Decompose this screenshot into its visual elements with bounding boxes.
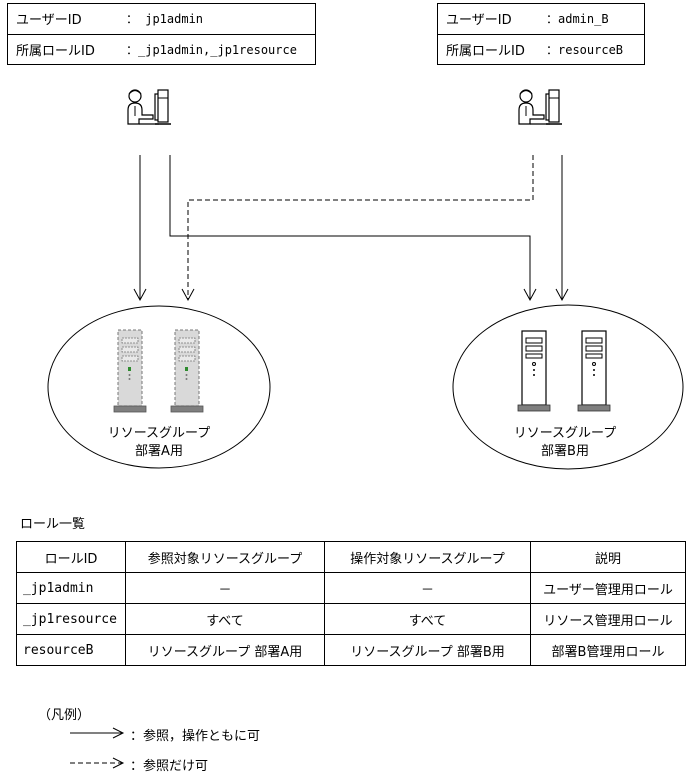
reference-group-cell: すべて [125, 603, 325, 635]
table-row: resourceB リソースグループ 部署A用 リソースグループ 部署B用 部署… [16, 634, 686, 666]
user-info-box-admin-b: ユーザーID ：admin_B 所属ロールID ：resourceB [437, 3, 645, 65]
server-icon [517, 330, 551, 412]
arrowhead [112, 757, 125, 769]
user-id-row: ユーザーID ： jp1admin [8, 4, 315, 33]
role-list-table: ロールID 参照対象リソースグループ 操作対象リソースグループ 説明 _jp1a… [16, 541, 686, 666]
column-header: 説明 [530, 541, 686, 573]
table-row: _jp1admin － － ユーザー管理用ロール [16, 572, 686, 604]
role-id-value: ：resourceB [546, 43, 624, 57]
role-id-value: ：_jp1admin,_jp1resource [126, 43, 297, 57]
role-list-title: ロール一覧 [20, 517, 86, 532]
column-header: 参照対象リソースグループ [125, 541, 325, 573]
role-id-cell: _jp1resource [16, 603, 126, 635]
role-id-row: 所属ロールID ：_jp1admin,_jp1resource [8, 34, 315, 64]
group-dept: 部署A用 [135, 444, 183, 459]
role-id-cell: _jp1admin [16, 572, 126, 604]
user-info-box-jp1admin: ユーザーID ： jp1admin 所属ロールID ：_jp1admin,_jp… [7, 3, 316, 65]
operation-group-cell: － [324, 572, 531, 604]
legend-title: （凡例） [38, 708, 91, 723]
user-id-label: ユーザーID [16, 13, 82, 28]
legend-solid-text: ：参照，操作ともに可 [130, 729, 261, 744]
user-id-value: ：admin_B [546, 12, 609, 26]
server-icon [577, 330, 611, 412]
group-name: リソースグループ [513, 426, 617, 441]
arrowhead [181, 288, 195, 302]
legend-dashed-text: ：参照だけ可 [130, 759, 209, 774]
resource-group-a-label: リソースグループ 部署A用 [89, 425, 229, 461]
legend-symbols [70, 727, 125, 769]
arrowhead [523, 288, 537, 302]
resource-group-b-label: リソースグループ 部署B用 [495, 425, 635, 461]
access-arrows [133, 155, 569, 302]
group-name: リソースグループ [107, 426, 211, 441]
resource-group-b-ellipse [452, 304, 684, 470]
reference-group-cell: － [125, 572, 325, 604]
description-cell: 部署B管理用ロール [530, 634, 686, 666]
table-row: _jp1resource すべて すべて リソース管理用ロール [16, 603, 686, 635]
table-header-row: ロールID 参照対象リソースグループ 操作対象リソースグループ 説明 [16, 541, 686, 573]
arrowhead [133, 288, 147, 302]
role-id-label: 所属ロールID [16, 44, 95, 59]
user-icon-jp1admin [127, 89, 172, 125]
role-id-row: 所属ロールID ：resourceB [438, 34, 644, 64]
solid-arrow-jp1admin-to-b [169, 155, 531, 300]
arrowhead [112, 727, 125, 739]
group-dept: 部署B用 [541, 444, 589, 459]
description-cell: ユーザー管理用ロール [530, 572, 686, 604]
reference-group-cell: リソースグループ 部署A用 [125, 634, 325, 666]
operation-group-cell: すべて [324, 603, 531, 635]
dashed-arrow-admin-b-to-a [187, 155, 534, 300]
column-header: 操作対象リソースグループ [324, 541, 531, 573]
column-header: ロールID [16, 541, 126, 573]
resource-group-a-ellipse [47, 305, 271, 469]
user-id-label: ユーザーID [446, 13, 512, 28]
user-id-value: ： jp1admin [126, 12, 204, 26]
description-cell: リソース管理用ロール [530, 603, 686, 635]
server-icon [170, 329, 204, 413]
arrowhead [555, 288, 569, 302]
server-icon [113, 329, 147, 413]
user-id-row: ユーザーID ：admin_B [438, 4, 644, 33]
role-id-cell: resourceB [16, 634, 126, 666]
user-icon-admin-b [518, 89, 563, 125]
role-id-label: 所属ロールID [446, 44, 525, 59]
operation-group-cell: リソースグループ 部署B用 [324, 634, 531, 666]
